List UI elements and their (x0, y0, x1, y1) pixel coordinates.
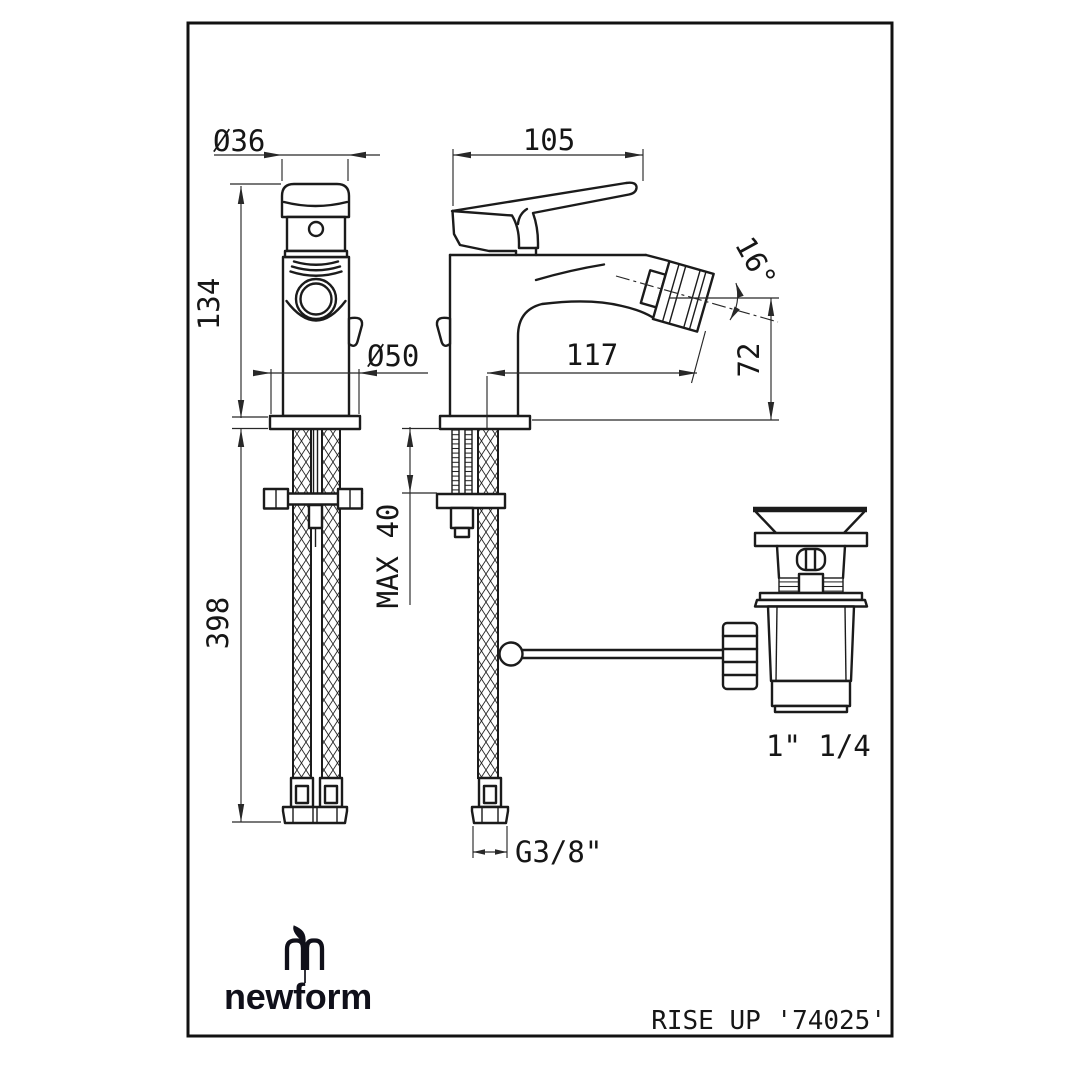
product-title: RISE UP '74025' (651, 1006, 886, 1036)
label-max-counter-thickness: MAX 40 (371, 504, 405, 609)
label-spout-reach: 117 (566, 338, 618, 372)
dimension-lines (214, 149, 779, 858)
label-hose-drop: 398 (201, 597, 235, 649)
label-base-diameter: Ø50 (367, 339, 419, 373)
handle-dot (307, 220, 325, 238)
ball-joint (498, 641, 524, 667)
newform-logo-icon (284, 925, 325, 983)
side-supply-hose (477, 428, 499, 779)
popup-waste (721, 506, 869, 714)
waste-locknut (721, 621, 759, 691)
aerator (639, 260, 715, 333)
spout-body (435, 253, 671, 418)
lever-handle (450, 181, 638, 257)
dimension-labels: Ø36 105 134 Ø50 117 16° 72 MAX 40 398 G3… (192, 123, 871, 869)
label-supply-connection: G3/8" (515, 835, 602, 869)
popup-linkage (498, 641, 725, 667)
label-waste-connection: 1" 1/4 (766, 729, 871, 763)
popup-knob-front (347, 316, 364, 347)
brand-wordmark: newform (224, 976, 372, 1017)
label-height-above-deck: 134 (192, 278, 226, 330)
popup-knob-side (435, 316, 452, 347)
brand-block: newform RISE UP '74025' (224, 925, 886, 1036)
label-handle-length: 105 (523, 123, 575, 157)
front-supply-hoses (262, 428, 364, 825)
mounting-plate (435, 492, 507, 510)
side-view (435, 181, 725, 825)
label-spout-height: 72 (732, 343, 766, 378)
label-handle-diameter: Ø36 (213, 124, 265, 158)
mounting-nut (449, 506, 475, 530)
front-view (262, 182, 364, 825)
